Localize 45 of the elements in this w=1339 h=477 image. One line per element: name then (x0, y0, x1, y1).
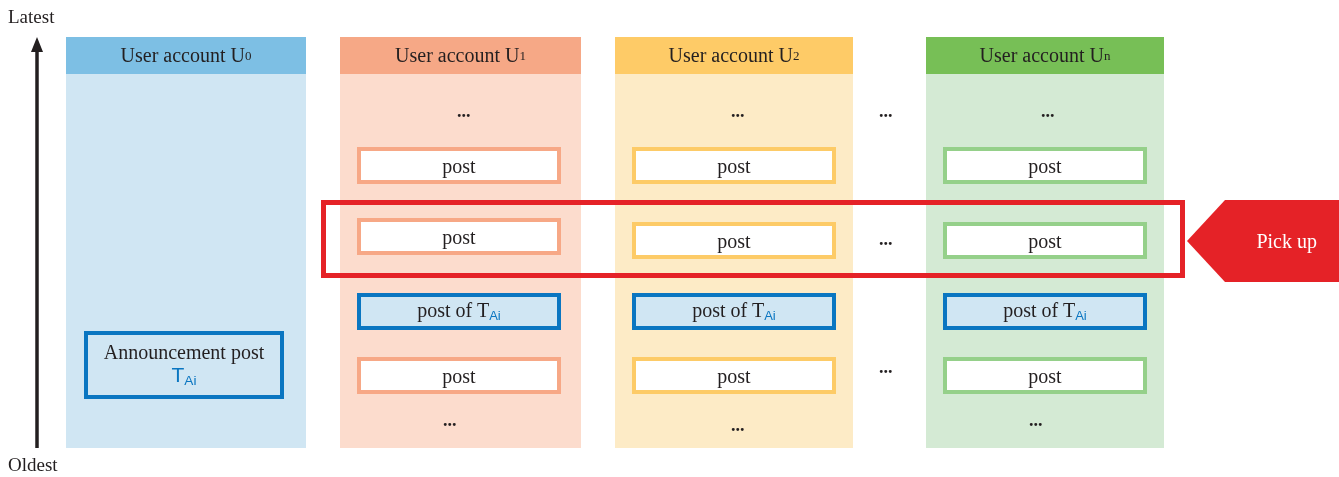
post-text: post (442, 154, 476, 177)
account-column (66, 37, 306, 448)
post-box (632, 222, 836, 259)
repost-box (632, 293, 836, 330)
ellipsis: ... (879, 229, 893, 250)
post-text: Announcement post (103, 341, 265, 364)
post-box (943, 222, 1147, 259)
account-column (926, 37, 1164, 448)
post-text: post (1028, 364, 1062, 387)
post-text: post (1028, 154, 1062, 177)
highlight-frame (321, 200, 1185, 278)
axis-label: Oldest (8, 454, 58, 476)
post-text: post (717, 364, 751, 387)
post-box (357, 147, 561, 184)
post-box (357, 218, 561, 255)
post-id: T$_{Ai}$ (171, 363, 197, 389)
post-text: post (717, 229, 751, 252)
repost-box (357, 293, 561, 330)
post-box (357, 357, 561, 394)
post-text: post (442, 364, 476, 387)
post-text: post of T$_{Ai}$ (417, 299, 501, 324)
ellipsis: ... (879, 357, 893, 378)
post-box (943, 357, 1147, 394)
ellipsis: ... (731, 101, 745, 122)
ellipsis: ... (731, 415, 745, 436)
axis-label: Latest (8, 6, 55, 28)
ellipsis: ... (1041, 101, 1055, 122)
post-text: post (717, 154, 751, 177)
ellipsis: ... (879, 101, 893, 122)
post-box (943, 147, 1147, 184)
repost-box (943, 293, 1147, 330)
ellipsis: ... (457, 101, 471, 122)
post-text: post of T$_{Ai}$ (1003, 299, 1087, 324)
post-box (632, 147, 836, 184)
post-box (632, 357, 836, 394)
post-text: post (442, 225, 476, 248)
post-text: post (1028, 229, 1062, 252)
pick-up-text: Pick up (1256, 229, 1317, 253)
pick-up-arrow (1187, 200, 1339, 282)
account-column (340, 37, 581, 448)
post-text: post of T$_{Ai}$ (692, 299, 776, 324)
ellipsis: ... (1029, 410, 1043, 431)
announcement-post-box (84, 331, 284, 399)
ellipsis: ... (443, 410, 457, 431)
account-column (615, 37, 853, 448)
